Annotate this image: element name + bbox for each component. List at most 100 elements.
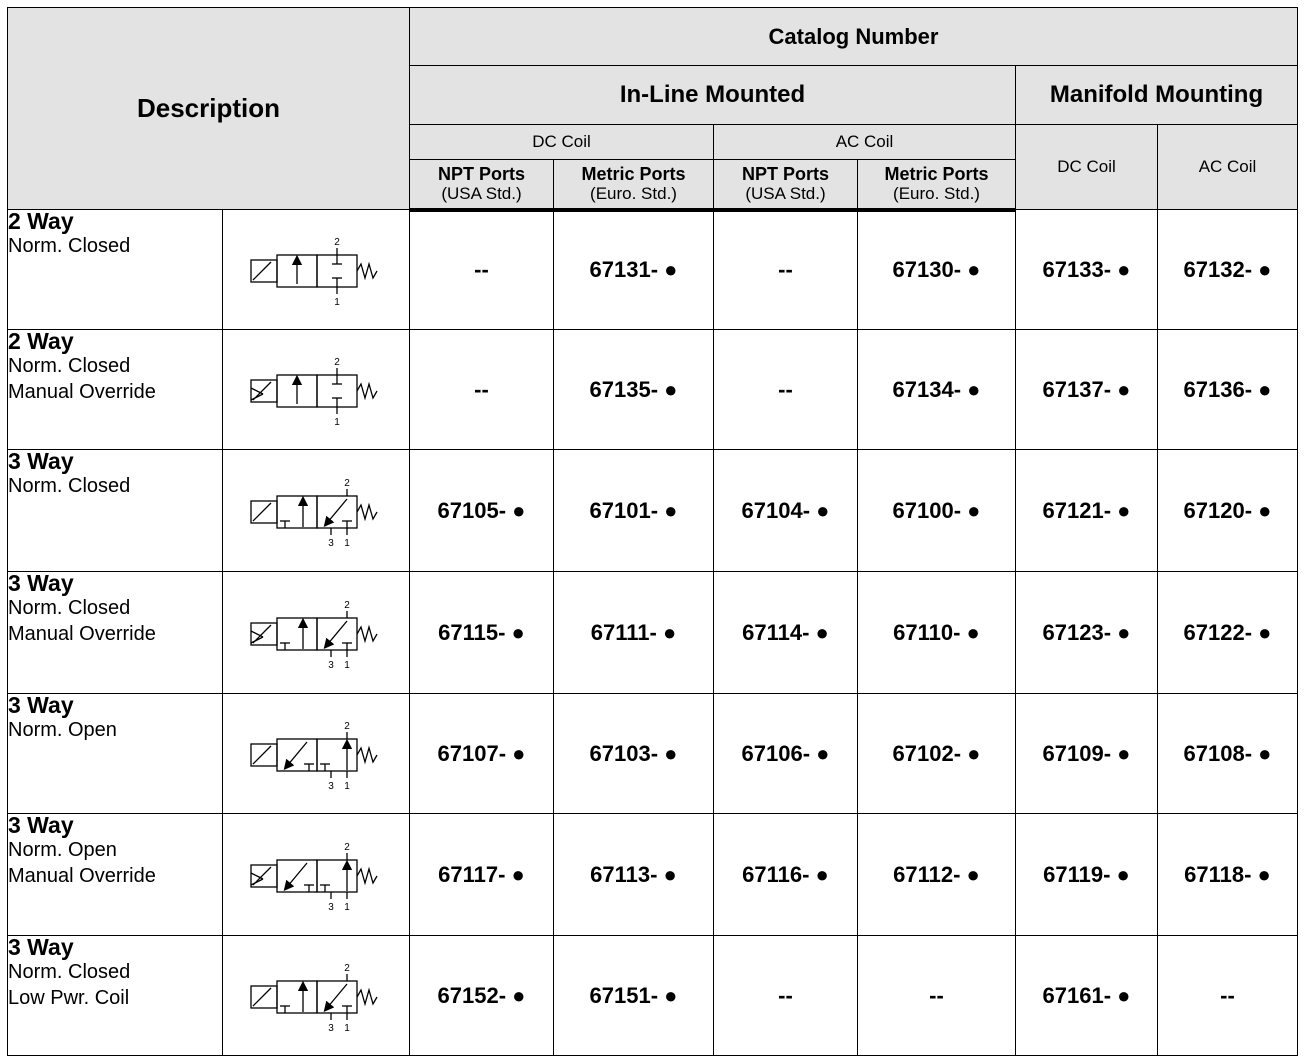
description-line: Manual Override	[8, 381, 156, 403]
catalog-number-inline-dc-npt: 67117- ●	[409, 813, 554, 936]
catalog-number-inline-dc-metric: 67103- ●	[553, 693, 714, 814]
ac-npt-ports-header: NPT Ports(USA Std.)	[713, 159, 858, 212]
inline-dc-coil-header: DC Coil	[409, 124, 714, 160]
port-2-label: 2	[344, 842, 350, 853]
catalog-number-inline-dc-npt: 67152- ●	[409, 935, 554, 1056]
catalog-number-manifold-ac: 67122- ●	[1156, 571, 1299, 694]
catalog-number-inline-dc-npt: 67107- ●	[409, 693, 554, 814]
manifold-mounting-header: Manifold Mounting	[1014, 65, 1299, 125]
catalog-number-inline-ac-metric: 67100- ●	[857, 449, 1016, 572]
port-3-label: 3	[328, 538, 334, 549]
catalog-number-inline-dc-npt: 67105- ●	[409, 449, 554, 572]
way-type: 3 Way	[8, 934, 74, 960]
2-way-nc-manual-valve-symbol: 21	[250, 357, 378, 428]
catalog-number-manifold-dc: 67119- ●	[1015, 813, 1158, 936]
way-type: 3 Way	[8, 812, 74, 838]
catalog-number-manifold-ac: 67132- ●	[1156, 209, 1299, 330]
catalog-number-inline-dc-metric: 67151- ●	[553, 935, 714, 1056]
manifold-ac-coil-header: AC Coil	[1156, 124, 1299, 210]
catalog-number-inline-ac-metric: 67102- ●	[857, 693, 1016, 814]
description-line: Manual Override	[8, 865, 156, 887]
catalog-number-manifold-ac: 67108- ●	[1156, 693, 1299, 814]
catalog-number-inline-dc-metric: 67135- ●	[553, 329, 714, 450]
catalog-number-inline-ac-metric: 67130- ●	[857, 209, 1016, 330]
way-type: 3 Way	[8, 448, 74, 474]
port-1-label: 1	[344, 1023, 350, 1034]
ac-metric-ports-header: Metric Ports(Euro. Std.)	[857, 159, 1016, 212]
catalog-number-inline-ac-npt: 67114- ●	[713, 571, 858, 694]
catalog-number-inline-ac-metric: 67134- ●	[857, 329, 1016, 450]
dc-metric-ports-header: Metric Ports(Euro. Std.)	[553, 159, 714, 212]
catalog-number-inline-dc-npt: --	[409, 209, 554, 330]
catalog-number-manifold-dc: 67121- ●	[1015, 449, 1158, 572]
inline-mounted-header: In-Line Mounted	[409, 65, 1016, 125]
port-1-label: 1	[344, 902, 350, 913]
catalog-number-inline-ac-npt: 67116- ●	[713, 813, 858, 936]
catalog-number-inline-dc-metric: 67131- ●	[553, 209, 714, 330]
catalog-number-inline-dc-npt: --	[409, 329, 554, 450]
dc-npt-ports-header: NPT Ports(USA Std.)	[409, 159, 554, 212]
port-1-label: 1	[344, 538, 350, 549]
port-2-label: 2	[344, 600, 350, 611]
way-type: 2 Way	[8, 208, 74, 234]
description-line: Norm. Closed	[8, 355, 131, 377]
port-2-label: 2	[334, 357, 340, 368]
catalog-number-inline-ac-npt: --	[713, 935, 858, 1056]
catalog-number-inline-dc-npt: 67115- ●	[409, 571, 554, 694]
port-2-label: 2	[344, 478, 350, 489]
catalog-number-inline-ac-metric: 67112- ●	[857, 813, 1016, 936]
catalog-number-manifold-dc: 67133- ●	[1015, 209, 1158, 330]
catalog-number-manifold-dc: 67161- ●	[1015, 935, 1158, 1056]
catalog-table: Description Catalog Number In-Line Mount…	[7, 7, 1299, 1056]
catalog-number-inline-dc-metric: 67101- ●	[553, 449, 714, 572]
port-1-label: 1	[334, 297, 340, 308]
port-3-label: 3	[328, 902, 334, 913]
way-type: 3 Way	[8, 570, 74, 596]
port-1-label: 1	[334, 417, 340, 428]
manifold-dc-coil-header: DC Coil	[1015, 124, 1158, 210]
description-header: Description	[7, 7, 410, 210]
way-type: 3 Way	[8, 692, 74, 718]
description-line: Low Pwr. Coil	[8, 987, 130, 1009]
description-line: Norm. Closed	[8, 475, 131, 497]
description-line: Norm. Closed	[8, 597, 131, 619]
catalog-number-manifold-dc: 67123- ●	[1015, 571, 1158, 694]
inline-ac-coil-header: AC Coil	[713, 124, 1016, 160]
port-3-label: 3	[328, 660, 334, 671]
catalog-number-inline-ac-npt: 67106- ●	[713, 693, 858, 814]
catalog-number-manifold-dc: 67137- ●	[1015, 329, 1158, 450]
port-1-label: 1	[344, 660, 350, 671]
port-2-label: 2	[344, 963, 350, 974]
catalog-number-inline-dc-metric: 67111- ●	[553, 571, 714, 694]
description-line: Norm. Closed	[8, 235, 131, 257]
catalog-number-manifold-dc: 67109- ●	[1015, 693, 1158, 814]
description-line: Norm. Closed	[8, 961, 131, 983]
description-line: Manual Override	[8, 623, 156, 645]
port-3-label: 3	[328, 1023, 334, 1034]
description-line: Norm. Open	[8, 719, 117, 741]
catalog-number-inline-ac-metric: --	[857, 935, 1016, 1056]
catalog-number-manifold-ac: --	[1156, 935, 1299, 1056]
catalog-number-manifold-ac: 67136- ●	[1156, 329, 1299, 450]
catalog-number-manifold-ac: 67120- ●	[1156, 449, 1299, 572]
catalog-number-inline-ac-npt: --	[713, 209, 858, 330]
